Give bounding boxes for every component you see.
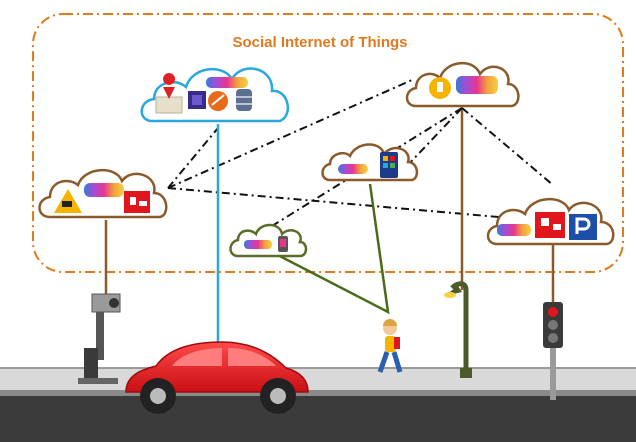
camera-cloud [38,168,168,219]
pedestrian [377,319,403,373]
camera-pole [78,293,121,384]
lamp-light [444,292,456,298]
lamp-base [460,368,472,378]
car-hub-front [150,388,166,404]
spectrum-band [497,224,531,236]
car [125,341,309,414]
siot-boundary [32,13,624,273]
spectrum-band [456,76,498,94]
wearable-cloud [229,223,308,258]
parking-icon [569,214,597,240]
lightbulb-icon [429,77,451,99]
camera-box [84,348,98,378]
pedestrian-hair [383,319,397,326]
warning-camera-icon [54,189,82,213]
spectrum-band [244,240,272,249]
camera-lens [109,298,119,308]
gadgets-icon [535,212,565,238]
curb [0,390,636,396]
traffic-pole [550,344,556,400]
map-service-cloud [140,67,290,123]
social-link-streetlight-traffic [461,107,554,186]
traffic-cloud [486,197,615,246]
car-window-rear [228,348,276,366]
map-pin-icon [155,73,183,114]
spectrum-band [206,77,248,88]
diagram-title: Social Internet of Things [232,34,408,51]
wearable-icon [278,236,288,252]
street-lamp [444,281,472,378]
traffic-red-light [548,307,558,317]
traffic-amber-light [548,320,558,330]
streetlight-cloud [405,61,520,108]
camera-base [78,378,118,384]
chip-icon [188,91,206,109]
social-link-camera-streetlight [167,79,413,189]
gadgets-icon [124,191,150,213]
camera-mount [96,312,104,360]
link-pedestrian [267,183,390,315]
social-link-camera-traffic [167,187,511,219]
social-link-camera-map [167,127,219,189]
smartphone-apps-icon [380,152,398,178]
social-link-streetlight-smartphone [404,107,463,169]
cloud-shape [321,143,419,182]
database-icon [236,89,252,111]
traffic-green-light [548,333,558,343]
road [0,396,636,442]
smartphone-cloud [321,143,419,182]
lamp-arm [450,281,469,370]
spectrum-band [84,183,124,197]
pedestrian-shirt [385,336,396,352]
device-links [104,110,555,345]
pedestrian-backpack [394,337,400,349]
car-hub-rear [270,388,286,404]
pedestrian-legs [377,351,403,373]
car-window [172,348,222,366]
car-body [125,341,309,393]
globe-icon [208,91,228,111]
traffic-light [543,302,563,400]
spectrum-band [338,164,368,174]
